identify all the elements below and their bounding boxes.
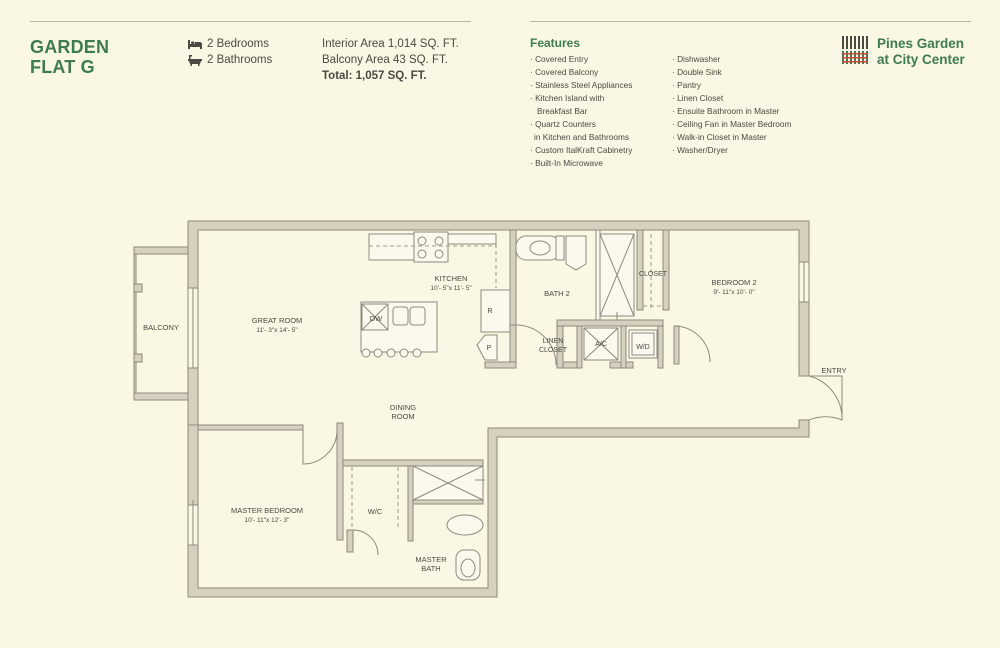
label-linen: LINEN bbox=[543, 338, 564, 345]
bed-icon bbox=[188, 40, 202, 49]
bathrooms-count: 2 Bathrooms bbox=[207, 54, 273, 66]
header-rule-left bbox=[30, 21, 471, 22]
label-bath2: BATH 2 bbox=[544, 289, 570, 298]
feature-item: · Dishwasher bbox=[672, 54, 721, 64]
features-heading: Features bbox=[530, 36, 581, 50]
label-great-room: GREAT ROOM bbox=[252, 316, 303, 325]
label-dining: DINING bbox=[390, 403, 416, 412]
balcony-area-shape bbox=[133, 246, 191, 401]
kitchen-fixtures bbox=[360, 231, 511, 361]
exterior-walls bbox=[187, 220, 810, 598]
label-dining-room: ROOM bbox=[391, 412, 414, 421]
header-rule-right bbox=[530, 21, 971, 22]
feature-item: · Washer/Dryer bbox=[672, 145, 728, 155]
room-labels: BALCONY GREAT ROOM 11'- 3"x 14'- 5" KITC… bbox=[143, 271, 847, 573]
label-pantry: P bbox=[487, 345, 492, 352]
label-master-bath-2: BATH bbox=[421, 564, 440, 573]
area-summary: Interior Area 1,014 SQ. FT. Balcony Area… bbox=[322, 36, 459, 84]
room-counts: 2 Bedrooms 2 Bathrooms bbox=[188, 36, 272, 68]
label-balcony: BALCONY bbox=[143, 323, 179, 332]
feature-item: · Ensuite Bathroom in Master bbox=[672, 106, 780, 116]
label-great-room-dim: 11'- 3"x 14'- 5" bbox=[256, 327, 298, 334]
label-washer-dryer: W/D bbox=[636, 344, 650, 351]
feature-item: · Pantry bbox=[672, 80, 702, 90]
feature-item: Breakfast Bar bbox=[537, 106, 588, 116]
feature-item: · Walk-in Closet in Master bbox=[672, 132, 767, 142]
label-wic: W/C bbox=[368, 507, 383, 516]
interior-area: Interior Area 1,014 SQ. FT. bbox=[322, 38, 459, 50]
brand-logo: Pines Garden at City Center bbox=[842, 36, 965, 67]
brand-name-line1: Pines Garden bbox=[877, 36, 965, 51]
door-swings bbox=[302, 324, 843, 556]
label-master-bedroom-dim: 10'- 11"x 12'- 3" bbox=[245, 517, 291, 524]
label-master-bedroom: MASTER BEDROOM bbox=[231, 506, 303, 515]
feature-item: · Covered Balcony bbox=[530, 67, 599, 77]
feature-item: · Built-In Microwave bbox=[530, 158, 603, 168]
feature-item: · Stainless Steel Appliances bbox=[530, 80, 633, 90]
unit-title-line2: FLAT G bbox=[30, 57, 95, 77]
label-master-bath: MASTER bbox=[415, 555, 447, 564]
feature-item: · Covered Entry bbox=[530, 54, 589, 64]
brand-name-line2: at City Center bbox=[877, 51, 965, 67]
label-dishwasher: DW bbox=[370, 314, 383, 323]
label-bedroom2-dim: 9'- 11"x 10'- 0" bbox=[713, 289, 755, 296]
feature-item: in Kitchen and Bathrooms bbox=[534, 132, 630, 142]
feature-item: · Quartz Counters bbox=[530, 119, 596, 129]
closet-dashes bbox=[643, 234, 663, 310]
master-bath-fixtures bbox=[351, 465, 485, 581]
brand-name: Pines Garden at City Center bbox=[877, 36, 965, 67]
bath2-fixtures bbox=[515, 233, 635, 320]
bedrooms-count: 2 Bedrooms bbox=[207, 38, 270, 50]
unit-title: GARDEN FLAT G bbox=[30, 37, 109, 77]
label-entry: ENTRY bbox=[821, 366, 846, 375]
label-kitchen: KITCHEN bbox=[435, 274, 468, 283]
label-refrigerator: R bbox=[487, 308, 492, 315]
total-area: Total: 1,057 SQ. FT. bbox=[322, 70, 427, 82]
label-kitchen-dim: 10'- 5"x 11'- 5" bbox=[430, 285, 472, 292]
label-closet: CLOSET bbox=[639, 271, 668, 278]
bathtub-icon bbox=[188, 55, 202, 66]
feature-item: · Custom ItalKraft Cabinetry bbox=[530, 145, 633, 155]
feature-item: · Linen Closet bbox=[672, 93, 724, 103]
features-list-right: · Dishwasher · Double Sink · Pantry · Li… bbox=[672, 53, 791, 157]
label-bedroom2: BEDROOM 2 bbox=[711, 278, 756, 287]
label-ac: A/C bbox=[595, 341, 607, 348]
unit-title-line1: GARDEN bbox=[30, 37, 110, 57]
utility-fixtures bbox=[583, 327, 658, 361]
feature-item: · Double Sink bbox=[672, 67, 722, 77]
features-list-left: · Covered Entry · Covered Balcony · Stai… bbox=[530, 53, 632, 170]
feature-item: · Kitchen Island with bbox=[530, 93, 605, 103]
interior-walls bbox=[197, 229, 680, 553]
pines-garden-logo-icon bbox=[842, 36, 868, 64]
feature-item: · Ceiling Fan in Master Bedroom bbox=[672, 119, 792, 129]
balcony-area: Balcony Area 43 SQ. FT. bbox=[322, 54, 448, 66]
label-linen-closet: CLOSET bbox=[539, 347, 568, 354]
